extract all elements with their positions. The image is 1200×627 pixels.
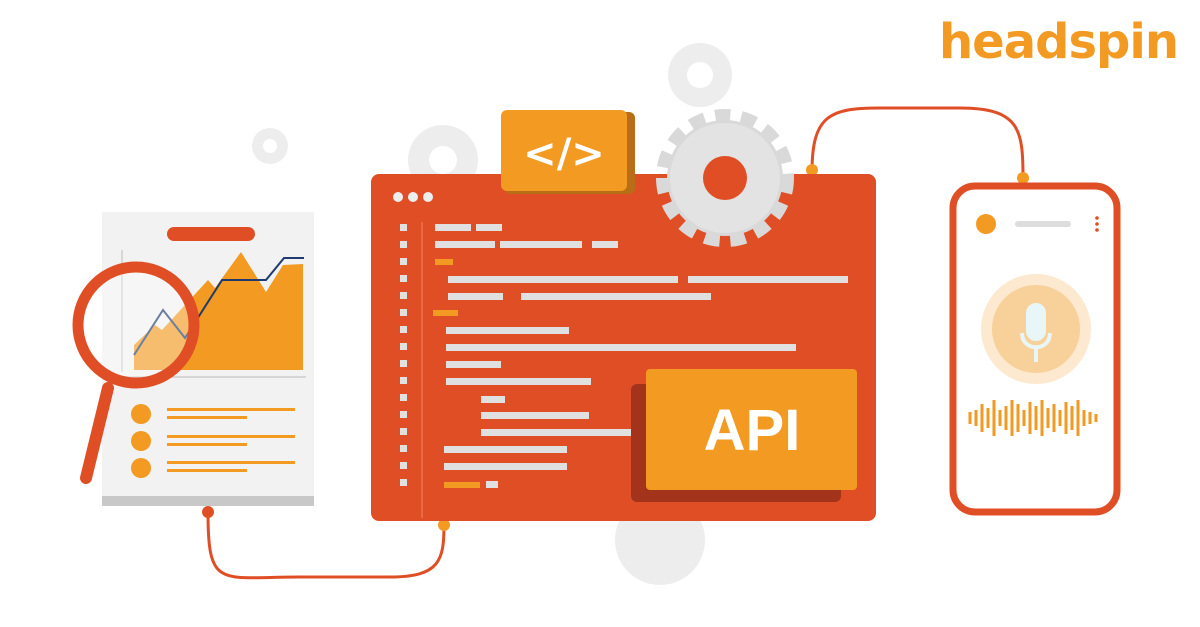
report-page	[102, 212, 314, 506]
phone	[949, 182, 1121, 516]
headspin-logo: headspin	[938, 14, 1179, 70]
magnifier-icon	[72, 261, 200, 484]
gear-icon	[656, 109, 794, 247]
code-window: API	[371, 174, 876, 521]
code-tag-icon: </>	[523, 131, 605, 177]
api-badge: API	[704, 398, 801, 463]
microphone-icon	[1020, 303, 1052, 362]
waveform-icon	[968, 400, 1098, 436]
